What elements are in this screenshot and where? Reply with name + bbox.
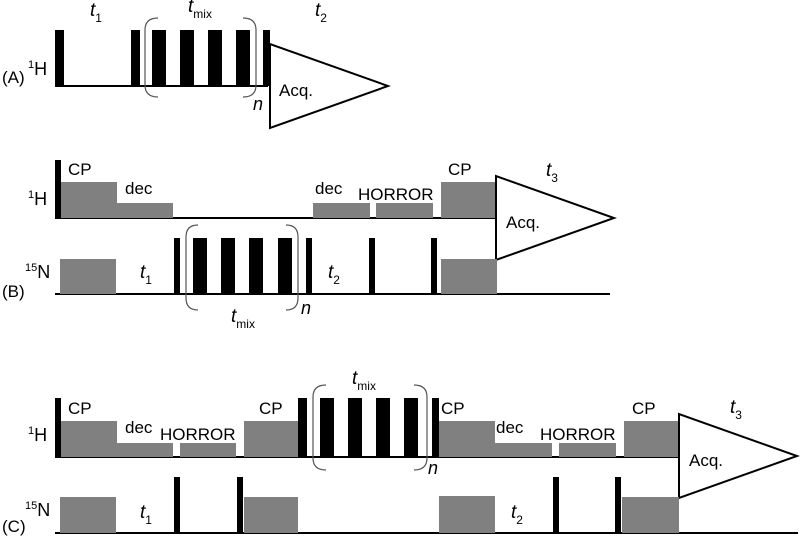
panel-b-pulse <box>55 160 61 218</box>
panel-c-channel-1h: 1H <box>28 425 47 445</box>
panel-b-acquisition <box>495 174 617 262</box>
panel-c-channel-15n: 15N <box>25 500 50 520</box>
panel-b-dec-label: dec <box>125 179 153 198</box>
panel-b-bracket-right <box>285 224 299 311</box>
panel-b-cp-block <box>441 259 497 294</box>
panel-a-mix-pulse <box>152 30 166 86</box>
panel-b-pulse <box>369 238 375 294</box>
panel-b-horror-label: HORROR <box>358 185 434 204</box>
panel-a-pulse <box>263 30 270 86</box>
panel-c-dec-label: dec <box>496 418 524 437</box>
panel-b-mix-pulse <box>221 238 235 294</box>
panel-c-pulse <box>432 398 439 457</box>
panel-c-t1-label: t1 <box>140 502 152 527</box>
panel-b-mix-pulse <box>249 238 263 294</box>
panel-b-t3-label: t3 <box>546 160 558 185</box>
panel-c-bracket-left <box>312 384 327 471</box>
panel-b-channel-15n: 15N <box>25 262 50 282</box>
panel-c-pulse <box>298 398 307 457</box>
panel-b: (B) 1H 15N CP dec dec HORROR CP Acq. t3 <box>2 160 617 331</box>
panel-a-acq-label: Acq. <box>279 81 313 100</box>
panel-b-cp-block <box>441 182 497 218</box>
panel-c-cp-block <box>61 421 117 457</box>
panel-a-bracket-right <box>242 17 257 98</box>
panel-a-pulse <box>131 30 140 86</box>
panel-b-tmix-label: tmix <box>231 306 255 331</box>
panel-c-cp-label: CP <box>259 399 283 418</box>
panel-c-t2-label: t2 <box>511 502 523 527</box>
panel-b-t1-label: t1 <box>140 262 152 287</box>
panel-b-n-label: n <box>301 298 311 318</box>
panel-c-pulse <box>553 477 559 533</box>
panel-c-cp-label: CP <box>632 399 656 418</box>
panel-b-label: (B) <box>2 282 25 301</box>
panel-c-t3-label: t3 <box>730 397 742 422</box>
panel-c-dec-block <box>495 443 552 457</box>
panel-c-pulse <box>174 477 180 533</box>
panel-c-horror-label: HORROR <box>160 425 236 444</box>
panel-c-tmix-label: tmix <box>352 368 376 393</box>
panel-a-n-label: n <box>253 94 263 114</box>
panel-a-t1-label: t1 <box>90 0 102 25</box>
panel-c-cp-block <box>624 421 680 457</box>
panel-c-horror-block <box>559 443 616 457</box>
panel-c-cp-label: CP <box>441 399 465 418</box>
panel-c-bracket-right <box>413 384 428 471</box>
panel-b-dec-block <box>117 203 173 218</box>
panel-b-acq-label: Acq. <box>506 213 540 232</box>
panel-c-cp-block <box>60 497 116 533</box>
panel-c-pulse <box>237 477 243 533</box>
panel-c-cp-label: CP <box>68 399 92 418</box>
panel-b-dec-label: dec <box>315 179 343 198</box>
panel-c-cp-block <box>244 497 298 533</box>
panel-a-pulse <box>55 30 64 86</box>
panel-c-dec-block <box>117 443 173 457</box>
panel-b-t2-label: t2 <box>328 262 340 287</box>
panel-a-acquisition <box>269 42 391 130</box>
panel-c-acquisition <box>678 412 800 500</box>
panel-a-label: (A) <box>2 68 25 87</box>
panel-b-mix-pulse <box>278 238 292 294</box>
panel-b-pulse <box>306 238 312 294</box>
panel-c-horror-label: HORROR <box>540 425 616 444</box>
panel-b-horror-block <box>376 203 433 218</box>
panel-c-n-label: n <box>428 458 438 478</box>
panel-c-pulse <box>55 398 61 457</box>
panel-c-dec-label: dec <box>125 418 153 437</box>
panel-a-mix-pulse <box>236 30 250 86</box>
panel-b-cp-block <box>61 182 117 218</box>
panel-a: (A) 1H Acq. t1 tmix t2 n <box>2 0 391 130</box>
panel-c-mix-pulse <box>404 398 418 457</box>
panel-a-tmix-label: tmix <box>188 0 212 21</box>
panel-c: (C) 1H 15N CP dec HORROR CP CP dec HORRO… <box>2 368 800 536</box>
panel-c-cp-block <box>439 496 495 533</box>
panel-a-channel-1h: 1H <box>28 59 47 79</box>
panel-b-cp-label: CP <box>68 160 92 179</box>
panel-a-t2-label: t2 <box>315 0 327 25</box>
panel-c-horror-block <box>180 443 236 457</box>
panel-c-pulse <box>615 477 621 533</box>
panel-a-mix-pulse <box>208 30 222 86</box>
panel-b-bracket-left <box>185 224 199 311</box>
panel-b-cp-label: CP <box>448 160 472 179</box>
panel-b-pulse <box>431 238 437 294</box>
panel-c-mix-pulse <box>320 398 334 457</box>
panel-c-mix-pulse <box>376 398 390 457</box>
panel-a-bracket-left <box>144 17 159 98</box>
panel-b-pulse <box>174 238 180 294</box>
panel-c-cp-block <box>622 497 679 533</box>
panel-b-dec-block <box>313 203 370 218</box>
panel-c-mix-pulse <box>348 398 362 457</box>
panel-c-label: (C) <box>2 517 26 536</box>
panel-b-channel-1h: 1H <box>28 189 47 209</box>
panel-b-cp-block <box>60 259 116 294</box>
panel-b-mix-pulse <box>193 238 207 294</box>
panel-c-cp-block <box>439 421 495 457</box>
panel-a-mix-pulse <box>180 30 194 86</box>
panel-c-cp-block <box>244 421 298 457</box>
panel-c-acq-label: Acq. <box>689 451 723 470</box>
